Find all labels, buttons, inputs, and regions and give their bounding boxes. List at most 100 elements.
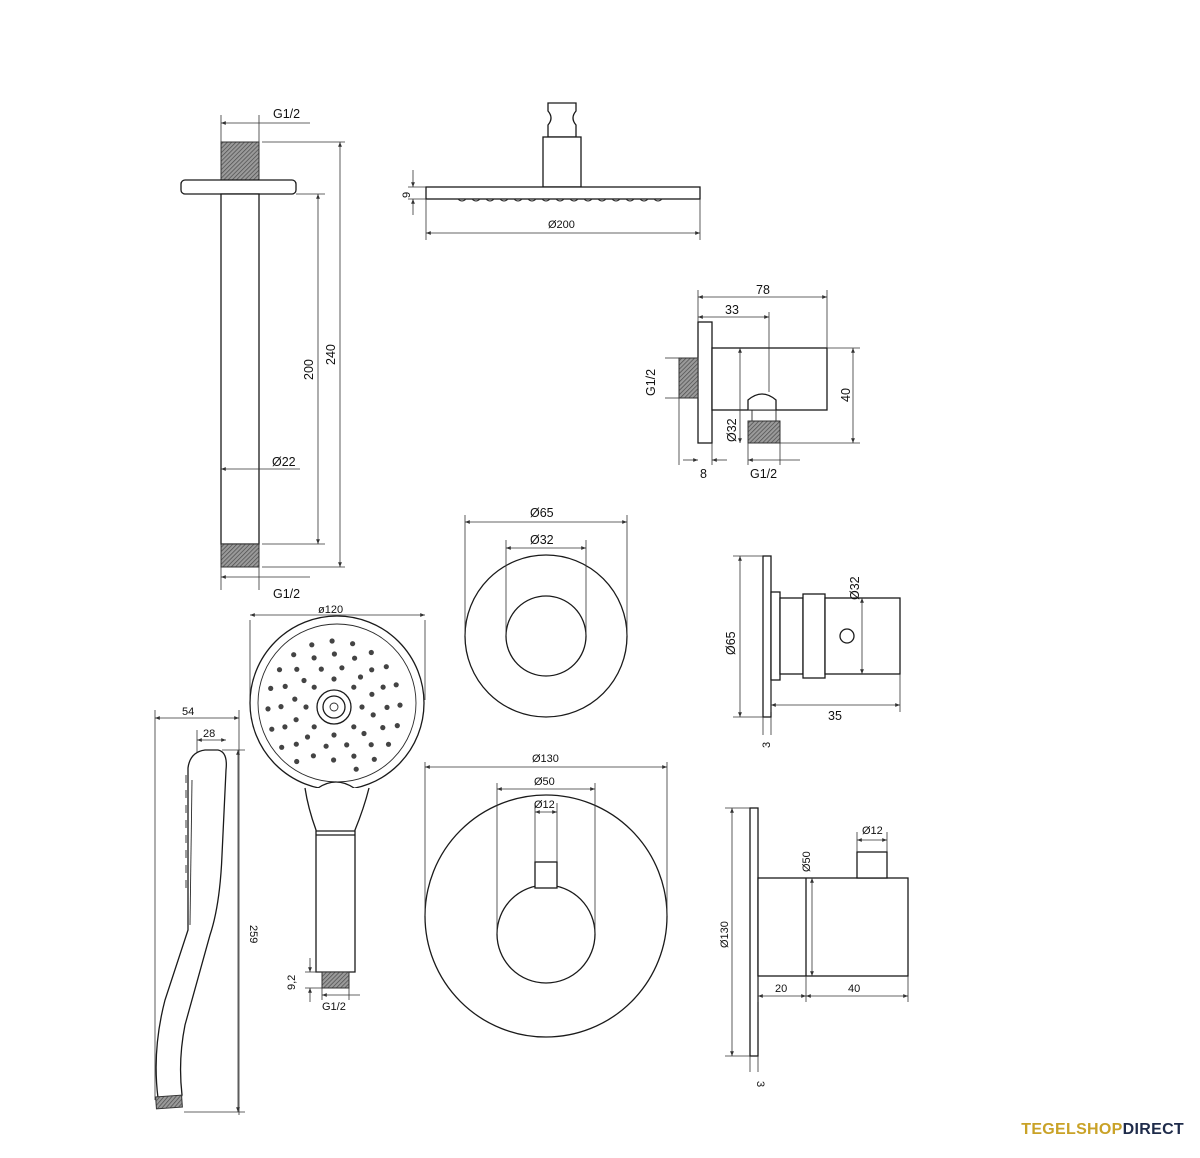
- handshower-259-label: 259: [247, 925, 259, 943]
- brand-part2: DIRECT: [1122, 1121, 1184, 1138]
- nozzle-dot: [350, 641, 356, 647]
- thermo-side-spindle-label: Ø12: [862, 825, 883, 837]
- nozzle-dot: [368, 649, 374, 656]
- elbow-diameter-label: Ø32: [725, 418, 739, 442]
- nozzle-dot: [291, 652, 297, 658]
- hand-shower-front-drawing: [249, 613, 426, 1002]
- nozzle-dot: [344, 742, 350, 748]
- elbow-thread-left-label: G1/2: [644, 369, 658, 396]
- nozzle-dot: [268, 685, 274, 692]
- valve-35-label: 35: [828, 709, 842, 723]
- rosette-drawing: [464, 515, 628, 718]
- elbow-thread-bottom-label: G1/2: [750, 467, 777, 481]
- thermo-3-label: 3: [754, 1081, 766, 1087]
- nozzle-dot: [323, 743, 329, 749]
- valve-flange-label: Ø65: [724, 631, 738, 655]
- nozzle-dot: [361, 730, 367, 737]
- elbow-40-label: 40: [839, 388, 853, 402]
- nozzle-dot: [310, 753, 316, 759]
- nozzle-dot: [351, 753, 357, 759]
- nozzle-dot: [279, 744, 285, 750]
- nozzle-dot: [353, 766, 359, 772]
- nozzle-dot: [309, 642, 315, 648]
- nozzle-dot: [304, 734, 311, 740]
- thermostat-front-drawing: [424, 762, 668, 1038]
- nozzle-dot: [369, 667, 375, 673]
- nozzle-dot: [269, 726, 275, 732]
- shower-arm-drawing: [180, 115, 345, 590]
- nozzle-dot: [311, 655, 317, 661]
- nozzle-dot: [359, 704, 365, 710]
- nozzle-dot: [380, 684, 386, 690]
- nozzle-dot: [331, 757, 337, 763]
- nozzle-dot: [380, 725, 386, 731]
- nozzle-dot: [282, 724, 288, 730]
- head-diameter-label: Ø200: [548, 219, 575, 231]
- nozzle-dot: [329, 638, 335, 644]
- arm-diameter-label: Ø22: [272, 455, 296, 469]
- nozzle-dot: [369, 691, 375, 697]
- nozzle-dot: [293, 717, 299, 723]
- arm-length-200-label: 200: [302, 359, 316, 380]
- valve-3-label: 3: [761, 742, 773, 748]
- nozzle-dot: [294, 758, 300, 765]
- brand-part1: TEGELSHOP: [1021, 1121, 1123, 1138]
- nozzle-dot: [351, 684, 357, 690]
- nozzle-dot: [293, 741, 299, 747]
- nozzle-dot: [276, 667, 283, 673]
- nozzle-dot: [278, 704, 284, 710]
- nozzle-dot: [394, 723, 400, 729]
- nozzle-dot: [311, 724, 317, 730]
- nozzle-pattern: [265, 638, 403, 772]
- arm-thread-bottom-label: G1/2: [273, 587, 300, 601]
- nozzle-dot: [352, 655, 358, 661]
- handshower-28-label: 28: [203, 728, 215, 740]
- nozzle-dot: [370, 712, 376, 718]
- nozzle-dot: [294, 666, 300, 672]
- arm-length-240-label: 240: [324, 344, 338, 365]
- thermo-knob-label: Ø50: [534, 776, 555, 788]
- nozzle-dot: [351, 724, 357, 730]
- thermo-20-label: 20: [775, 983, 787, 995]
- thermo-spindle-label: Ø12: [534, 799, 555, 811]
- arm-thread-top-label: G1/2: [273, 107, 300, 121]
- elbow-78-label: 78: [756, 283, 770, 297]
- nozzle-dot: [331, 732, 337, 738]
- head-shower-drawing: [408, 102, 701, 240]
- thermo-40-label: 40: [848, 983, 860, 995]
- nozzle-dot: [339, 665, 345, 671]
- stop-valve-drawing: [733, 555, 901, 735]
- rosette-outer-label: Ø65: [530, 506, 554, 520]
- elbow-8-label: 8: [700, 467, 707, 481]
- nozzle-dot: [318, 666, 324, 672]
- nozzle-dot: [301, 677, 307, 684]
- nozzle-dot: [384, 704, 390, 711]
- nozzle-dot: [357, 674, 364, 680]
- nozzle-dot: [331, 676, 337, 682]
- hand-shower-side-drawing: [154, 710, 245, 1115]
- brand-logo: TEGELSHOPDIRECT: [1021, 1121, 1184, 1139]
- thermostat-side-drawing: [725, 807, 909, 1072]
- thermo-plate-label: Ø130: [532, 753, 559, 765]
- handshower-face-label: ø120: [318, 604, 343, 616]
- head-thickness-label: 9: [401, 192, 413, 198]
- handshower-54-label: 54: [182, 706, 194, 718]
- handshower-thread-label: G1/2: [322, 1001, 346, 1013]
- nozzle-dot: [311, 684, 317, 690]
- nozzle-dot: [385, 741, 392, 747]
- handshower-92-label: 9,2: [286, 975, 298, 990]
- nozzle-dot: [368, 742, 374, 748]
- nozzle-dot: [292, 696, 298, 702]
- nozzle-dot: [282, 683, 288, 690]
- valve-body-label: Ø32: [848, 576, 862, 600]
- nozzle-dot: [371, 756, 377, 762]
- nozzle-dot: [265, 706, 271, 712]
- wall-elbow-drawing: [665, 290, 860, 465]
- nozzle-dot: [331, 651, 337, 657]
- nozzle-dot: [303, 704, 309, 710]
- elbow-33-label: 33: [725, 303, 739, 317]
- thermo-side-plate-label: Ø130: [719, 921, 731, 948]
- nozzle-dot: [383, 664, 389, 670]
- nozzle-dot: [393, 682, 399, 688]
